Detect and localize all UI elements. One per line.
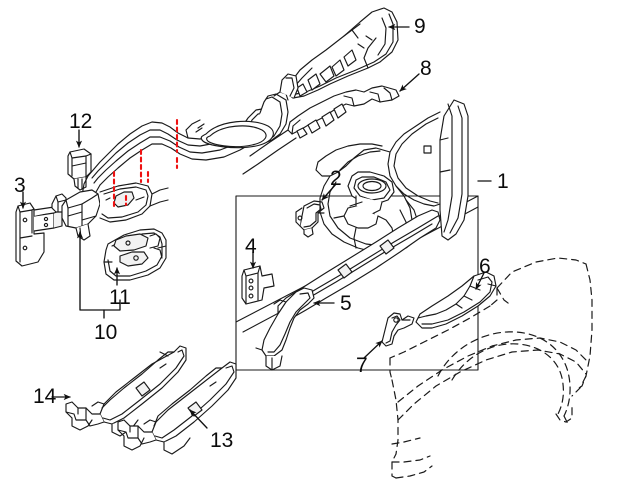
section-marks	[112, 118, 179, 208]
callout-2[interactable]: 2	[330, 167, 342, 190]
part-5-reinforcement-lower	[255, 209, 441, 371]
callout-13[interactable]: 13	[210, 429, 234, 452]
part-14-sill-reinforcement-left	[65, 345, 187, 437]
part-11-rail-inner-bracket	[103, 228, 167, 281]
part-12-clip-bracket	[67, 148, 92, 191]
callout-12[interactable]: 12	[69, 110, 93, 133]
part-10-frame-rail-assembly	[61, 73, 299, 241]
callout-4[interactable]: 4	[245, 235, 257, 258]
leader-6	[475, 272, 485, 290]
callout-8[interactable]: 8	[420, 57, 432, 80]
phantom-fender-outline	[389, 257, 593, 479]
leader-13	[189, 409, 208, 429]
callout-11[interactable]: 11	[109, 286, 131, 309]
part-6-fender-brace	[415, 271, 497, 329]
part-3-bracket-outer-left	[15, 193, 67, 267]
leader-8	[399, 73, 420, 92]
part-7-small-hook-bracket	[381, 312, 415, 347]
part-1-apron-panel-assembly	[315, 99, 469, 253]
part-9-rail-upper	[287, 7, 399, 99]
leader-7	[363, 340, 383, 359]
leader-lines	[19, 23, 492, 429]
callout-5[interactable]: 5	[340, 292, 352, 315]
callout-3[interactable]: 3	[14, 174, 26, 197]
callout-14[interactable]: 14	[33, 385, 57, 408]
callout-9[interactable]: 9	[414, 15, 426, 38]
part-8-rail-extension	[242, 85, 400, 175]
part-2-bracket-small-upper	[295, 200, 325, 238]
callout-6[interactable]: 6	[479, 255, 491, 278]
part-4-plate-bracket	[241, 265, 275, 305]
leader-10	[76, 231, 105, 319]
callout-7[interactable]: 7	[356, 354, 368, 377]
leader-2	[321, 183, 337, 201]
callout-1[interactable]: 1	[497, 170, 509, 193]
callout-10[interactable]: 10	[94, 321, 118, 344]
leader-10-right-tick	[103, 299, 121, 311]
